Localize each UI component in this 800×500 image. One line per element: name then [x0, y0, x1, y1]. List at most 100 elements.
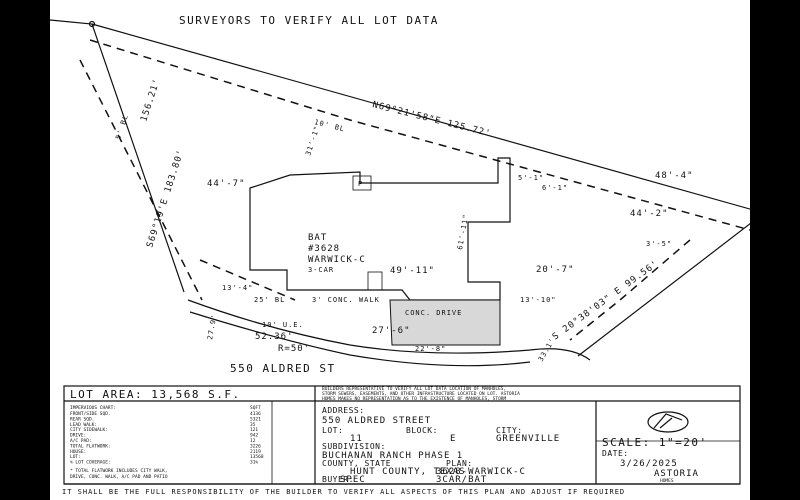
porch-label: P: [358, 180, 363, 188]
plan2: 3CAR/BAT: [436, 475, 487, 485]
impervious-row-label: LEAD WALK:: [70, 422, 97, 428]
builder-note-3: HOMES MAKES NO REPRESENTATION AS TO THE …: [322, 396, 507, 402]
dim-3-5: 3'-5": [646, 240, 672, 248]
house-footprint: [249, 157, 511, 301]
ue: 10' U.E.: [262, 321, 304, 329]
impervious-footnote-2: DRIVE, CONC. WALK, A/C PAD AND PATIO: [70, 474, 168, 480]
west-dim: 156.21': [139, 77, 162, 123]
impervious-row-value: 35: [250, 422, 256, 428]
setback-rear: [89, 39, 750, 231]
setback-front: [199, 259, 296, 301]
porch-box: [352, 175, 372, 191]
builder-note-1: BUILDERS REPRESENTATIVE TO VERIFY ALL LO…: [322, 386, 506, 392]
house-label-2: #3628: [308, 244, 340, 254]
setback-east: [569, 239, 691, 341]
impervious-footnote-1: * TOTAL FLATWORK INCLUDES CITY WALK,: [70, 468, 168, 474]
subdivision: BUCHANAN RANCH PHASE 1: [322, 451, 463, 461]
impervious-title: IMPERVIOUS CHART:: [70, 405, 116, 411]
footer-note: IT SHALL BE THE FULL RESPONSIBILITY OF T…: [62, 488, 625, 496]
conc-walk: 3' CONC. WALK: [312, 296, 380, 304]
corner-pin: [88, 20, 96, 28]
street-curb: [187, 299, 591, 361]
date: 3/26/2025: [620, 459, 678, 469]
curve-len: 52.36': [255, 332, 294, 342]
lot-info: ADDRESS: 550 ALDRED STREET LOT: BLOCK: C…: [322, 406, 560, 485]
conc-drive: CONC. DRIVE: [405, 309, 462, 317]
house-label-1: BAT: [308, 233, 327, 243]
impervious-row-label: % LOT COVERAGE:: [70, 460, 111, 466]
dim-48-4: 48'-4": [655, 171, 694, 181]
radius: R=50': [278, 344, 310, 354]
site-plan-sheet: SURVEYORS TO VERIFY ALL LOT DATA P BAT #…: [50, 0, 750, 500]
impervious-row-value: 942: [250, 433, 258, 439]
driveway: [389, 299, 501, 346]
buyer: SPEC: [340, 475, 366, 485]
date-label: DATE:: [602, 449, 629, 458]
house-label-4: 3-CAR: [308, 266, 334, 274]
impervious-row-label: TOTAL FLATWORK:: [70, 443, 111, 449]
impervious-row-value: 12: [250, 438, 256, 444]
impervious-row-label: LOT:: [70, 454, 81, 460]
dim-27-6: 27'-6": [372, 326, 411, 336]
dim-6-1: 6'-1": [542, 184, 568, 192]
block-label: BLOCK:: [406, 426, 438, 435]
builder-note: BUILDERS REPRESENTATIVE TO VERIFY ALL LO…: [322, 386, 520, 402]
house-width: 49'-11": [390, 266, 435, 276]
plan-label: PLAN:: [446, 459, 473, 468]
lot-line-north: [91, 23, 750, 210]
dim-44-7: 44'-7": [207, 179, 246, 189]
impervious-row-label: FRONT/SIDE SQD.: [70, 411, 111, 417]
north-bearing: N69°21'58"E 125.72': [371, 100, 492, 139]
dim-44-2: 44'-2": [630, 209, 669, 219]
dim-20-7: 20'-7": [536, 265, 575, 275]
scale: SCALE: 1"=20': [602, 436, 708, 449]
city-value: GREENVILLE: [496, 434, 560, 444]
street-name: 550 ALDRED ST: [230, 362, 336, 375]
impervious-row-label: A/C PAD:: [70, 438, 92, 444]
house-label-3: WARWICK-C: [308, 255, 366, 265]
dim-top: 31'-1": [304, 124, 321, 156]
city-label: CITY:: [496, 426, 523, 435]
lot-line-west: [50, 19, 185, 293]
brand-block: SCALE: 1"=20' DATE: 3/26/2025 ASTORIA HO…: [602, 411, 708, 484]
address: 550 ALDRED STREET: [322, 416, 431, 426]
ac-pad: [367, 271, 383, 291]
impervious-row-label: HOUSE:: [70, 449, 86, 455]
setback-west: [79, 59, 203, 301]
front-bl: 25' BL: [254, 296, 285, 304]
subdivision-label: SUBDIVISION:: [322, 442, 386, 451]
dim-13-10: 13'-10": [520, 296, 557, 304]
lot-line-east: [577, 223, 750, 357]
site-plan-drawing: SURVEYORS TO VERIFY ALL LOT DATA P BAT #…: [50, 14, 750, 496]
dim-13-4: 13'-4": [222, 284, 253, 292]
buyer-label: BUYER:: [322, 475, 354, 484]
impervious-row-label: CITY SIDEWALK:: [70, 427, 108, 433]
county: HUNT COUNTY, TEXAS: [350, 467, 466, 477]
impervious-row-value: 4136: [250, 411, 261, 417]
impervious-unit: SQFT: [250, 405, 261, 411]
dim-22-8: 22'-8": [415, 345, 446, 353]
lot-area: LOT AREA: 13,568 S.F.: [70, 388, 241, 401]
address-label: ADDRESS:: [322, 406, 365, 415]
astoria-logo-icon: [647, 411, 689, 433]
impervious-chart: IMPERVIOUS CHART: SQFT FRONT/SIDE SQD. 41…: [70, 405, 264, 480]
brand-sub: HOMES: [660, 478, 674, 484]
impervious-row-value: 3226: [250, 443, 261, 449]
county-label: COUNTY, STATE: [322, 459, 391, 468]
impervious-row-value: 2119: [250, 449, 261, 455]
lot-value: 11: [350, 434, 363, 444]
block-value: E: [450, 434, 456, 444]
impervious-row-value: 31%: [250, 460, 258, 466]
impervious-row-value: 121: [250, 427, 258, 433]
impervious-row-value: 13568: [250, 454, 264, 460]
brand-name: ASTORIA: [654, 469, 699, 479]
dim-33-1: 33.1': [537, 336, 557, 363]
impervious-row-label: DRIVE:: [70, 433, 86, 439]
builder-note-2: STORM SEWERS, EASEMENTS, AND OTHER INFRA…: [322, 391, 520, 397]
street-curb-2: [189, 311, 531, 367]
impervious-row-label: REAR SQD.: [70, 416, 94, 422]
impervious-row-value: 5321: [250, 416, 261, 422]
dim-5-1: 5'-1": [518, 174, 544, 182]
plan: 3628-WARWICK-C: [436, 467, 526, 477]
